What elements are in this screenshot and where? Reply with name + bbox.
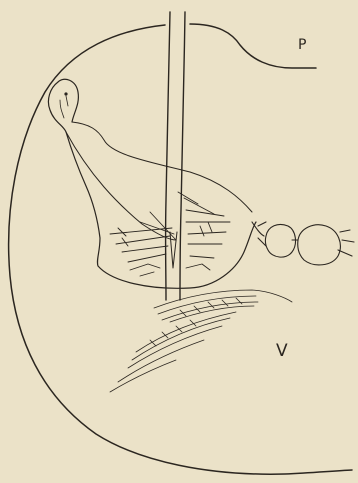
bead-chain [252, 222, 354, 265]
duct-upper [72, 122, 252, 212]
pear-organ-inner [60, 96, 68, 118]
label-p: P [298, 38, 306, 52]
central-tube-right [180, 12, 185, 300]
central-tube-left [166, 12, 170, 300]
pear-organ-head [58, 79, 78, 122]
duct-lower [66, 132, 176, 240]
pear-organ-nucleus [64, 92, 67, 95]
striated-muscle [110, 290, 292, 392]
fiber-bundle [110, 192, 230, 276]
label-v: V [276, 343, 288, 360]
